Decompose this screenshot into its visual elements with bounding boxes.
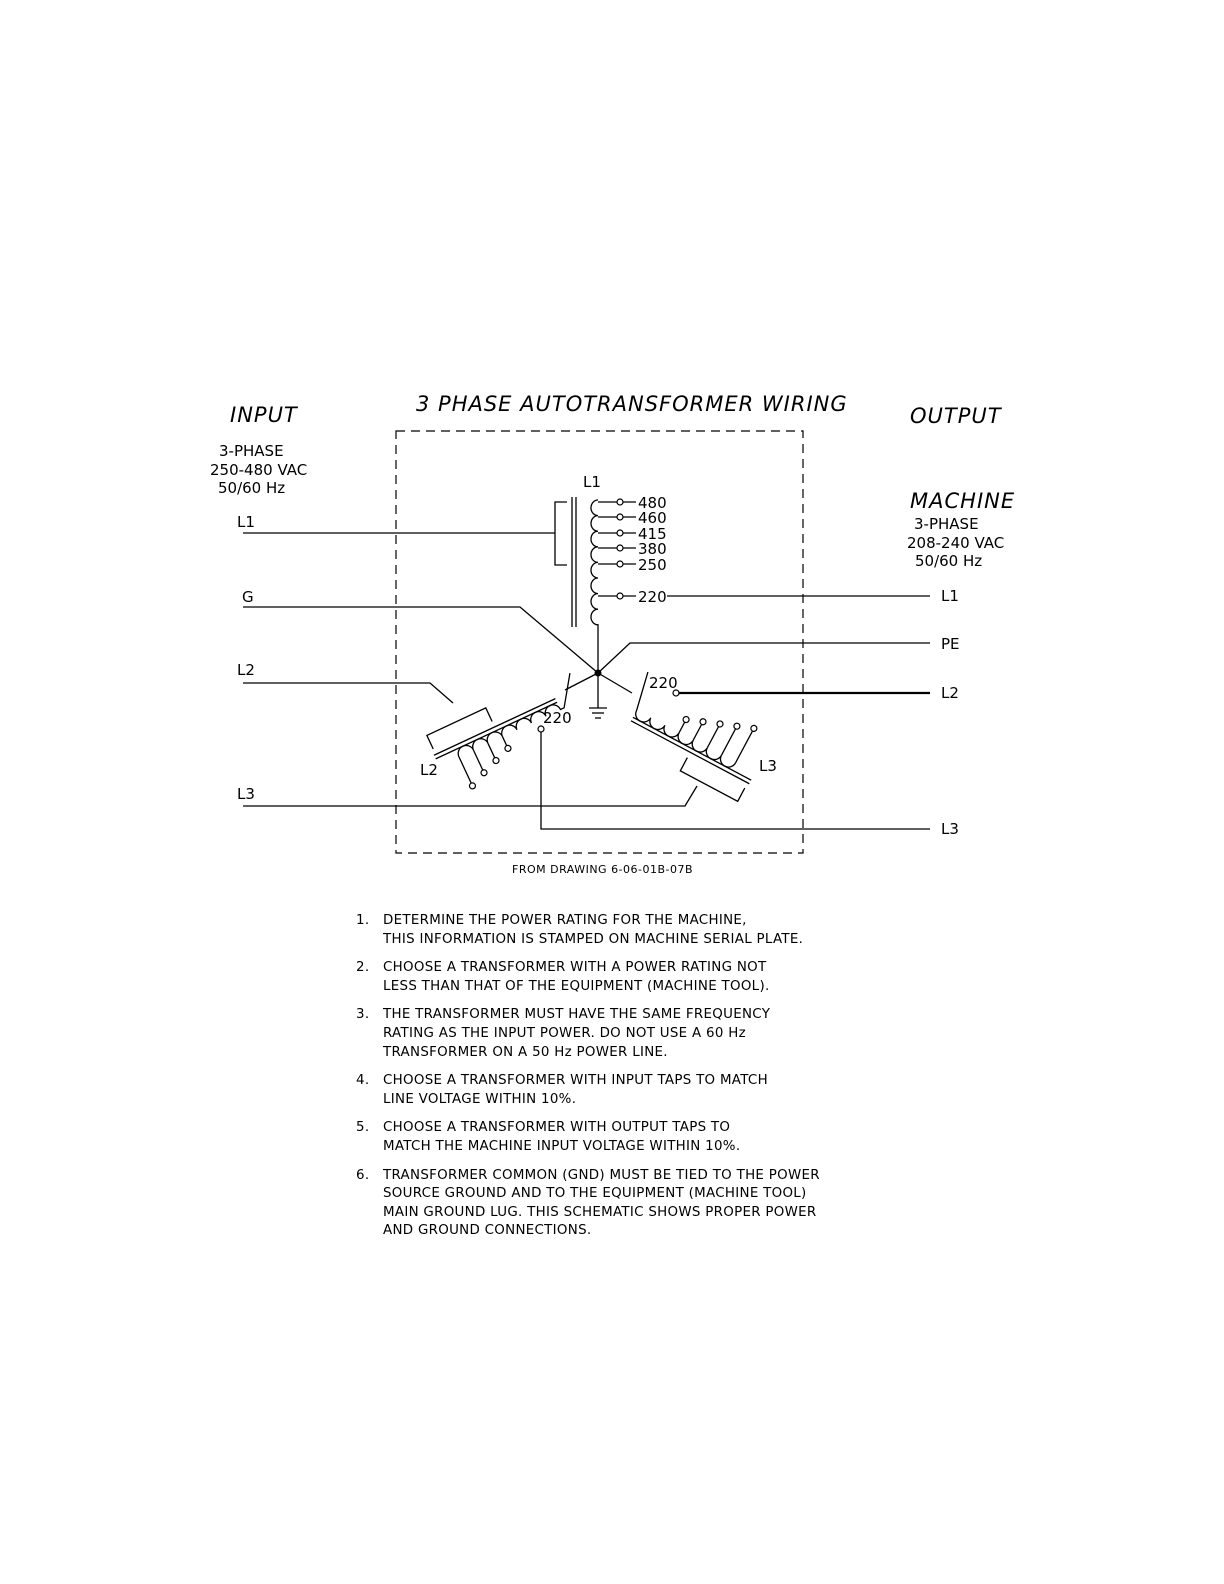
output-line-l1-label: L1 bbox=[941, 587, 959, 605]
output-pe-wire bbox=[597, 642, 930, 674]
output-line-l2-label: L2 bbox=[941, 684, 959, 702]
note-text: CHOOSE A TRANSFORMER WITH A POWER RATING… bbox=[383, 960, 770, 994]
l3-bracket bbox=[679, 757, 746, 803]
note-text: DETERMINE THE POWER RATING FOR THE MACHI… bbox=[383, 913, 804, 947]
tap-220-label: 220 bbox=[638, 588, 667, 606]
output-voltage: 208-240 VAC bbox=[907, 534, 1004, 552]
tap-460-label: 460 bbox=[638, 509, 667, 527]
l3-coil-common-lead bbox=[597, 672, 633, 694]
l3-coil-assembly bbox=[630, 671, 758, 803]
tap-220-terminal bbox=[616, 592, 624, 600]
note-item: 4. CHOOSE A TRANSFORMER WITH INPUT TAPS T… bbox=[356, 1072, 876, 1109]
note-text: CHOOSE A TRANSFORMER WITH OUTPUT TAPS TO… bbox=[383, 1120, 741, 1154]
tap-415-label: 415 bbox=[638, 525, 667, 543]
l3-coil-winding bbox=[635, 671, 737, 768]
l2-tap-terminal-1 bbox=[468, 782, 477, 790]
machine-heading: MACHINE bbox=[910, 489, 1015, 513]
note-item: 2. CHOOSE A TRANSFORMER WITH A POWER RATI… bbox=[356, 959, 876, 996]
note-text: TRANSFORMER COMMON (GND) MUST BE TIED TO… bbox=[383, 1167, 820, 1239]
input-l2-wire bbox=[243, 682, 454, 704]
input-line-l1-label: L1 bbox=[237, 513, 255, 531]
tap-415-terminal bbox=[616, 529, 624, 537]
output-line-pe-label: PE bbox=[941, 635, 960, 653]
l2-tap-lead-1 bbox=[458, 756, 474, 787]
input-line-g-label: G bbox=[242, 588, 254, 606]
tap-460-terminal bbox=[616, 513, 624, 521]
l3-coil-label: L3 bbox=[759, 757, 777, 775]
input-l3-wire bbox=[243, 785, 698, 807]
l3-tap-terminal-3 bbox=[716, 720, 724, 728]
tap-380-label: 380 bbox=[638, 540, 667, 558]
note-item: 3. THE TRANSFORMER MUST HAVE THE SAME FRE… bbox=[356, 1006, 876, 1062]
l3-tap-terminal-1 bbox=[682, 715, 690, 724]
l2-coil-assembly bbox=[426, 672, 571, 790]
l2-coil-label: L2 bbox=[420, 761, 438, 779]
l2-tap-terminal-3 bbox=[492, 756, 500, 765]
input-frequency: 50/60 Hz bbox=[218, 479, 285, 497]
tap-480-terminal bbox=[616, 498, 624, 506]
note-number: 3. bbox=[356, 1007, 370, 1023]
l3-tap-lead-5 bbox=[734, 728, 755, 764]
l1-bracket bbox=[554, 501, 567, 566]
input-heading: INPUT bbox=[230, 403, 299, 427]
diagram-title: 3 PHASE AUTOTRANSFORMER WIRING bbox=[416, 392, 848, 416]
l2-coil-common-lead bbox=[564, 672, 599, 691]
l2-bracket bbox=[426, 707, 493, 750]
note-number: 6. bbox=[356, 1167, 370, 1183]
l2-tap-lead-2 bbox=[472, 749, 485, 774]
tap-250-terminal bbox=[616, 560, 624, 568]
input-line-l2-label: L2 bbox=[237, 661, 255, 679]
l2-tap-terminal-2 bbox=[480, 769, 488, 777]
note-number: 4. bbox=[356, 1073, 370, 1089]
transformer-enclosure bbox=[395, 430, 804, 854]
l3-tap-terminal-2 bbox=[699, 718, 707, 726]
output-heading: OUTPUT bbox=[910, 404, 1003, 428]
input-line-l3-label: L3 bbox=[237, 785, 255, 803]
l2-tap-terminal-4 bbox=[504, 744, 512, 752]
input-phase: 3-PHASE bbox=[219, 442, 284, 460]
note-text: THE TRANSFORMER MUST HAVE THE SAME FREQU… bbox=[383, 1007, 771, 1060]
output-phase: 3-PHASE bbox=[914, 515, 979, 533]
l1-coil-label: L1 bbox=[583, 473, 601, 491]
l3-tap-terminal-4 bbox=[733, 722, 741, 730]
l2-core-bar-1 bbox=[433, 698, 556, 756]
note-number: 1. bbox=[356, 913, 370, 928]
note-item: 1. DETERMINE THE POWER RATING FOR THE MAC… bbox=[356, 912, 876, 949]
tap-480-label: 480 bbox=[638, 494, 667, 512]
l3-output-tap-label: 220 bbox=[543, 709, 572, 727]
note-item: 5. CHOOSE A TRANSFORMER WITH OUTPUT TAPS … bbox=[356, 1119, 876, 1156]
output-frequency: 50/60 Hz bbox=[915, 552, 982, 570]
tap-250-label: 250 bbox=[638, 556, 667, 574]
output-l3-wire bbox=[540, 732, 930, 830]
l2-coil-winding bbox=[457, 672, 571, 758]
l3-core-bar-2 bbox=[630, 720, 750, 785]
l2-output-tap-label: 220 bbox=[649, 674, 678, 692]
tap-380-terminal bbox=[616, 544, 624, 552]
note-number: 2. bbox=[356, 960, 370, 976]
source-drawing-note: FROM DRAWING 6-06-01B-07B bbox=[512, 863, 693, 876]
input-g-wire bbox=[243, 606, 599, 674]
l3-tap-lead-3 bbox=[706, 723, 721, 749]
note-text: CHOOSE A TRANSFORMER WITH INPUT TAPS TO … bbox=[383, 1073, 768, 1107]
note-item: 6. TRANSFORMER COMMON (GND) MUST BE TIED … bbox=[356, 1167, 876, 1241]
output-line-l3-label: L3 bbox=[941, 820, 959, 838]
l3-tap-terminal-5 bbox=[750, 724, 758, 732]
note-number: 5. bbox=[356, 1120, 370, 1136]
l1-coil-winding bbox=[590, 499, 599, 673]
l3-tap-lead-4 bbox=[720, 725, 738, 756]
input-voltage: 250-480 VAC bbox=[210, 461, 307, 479]
instruction-notes: 1. DETERMINE THE POWER RATING FOR THE MAC… bbox=[356, 912, 876, 1251]
